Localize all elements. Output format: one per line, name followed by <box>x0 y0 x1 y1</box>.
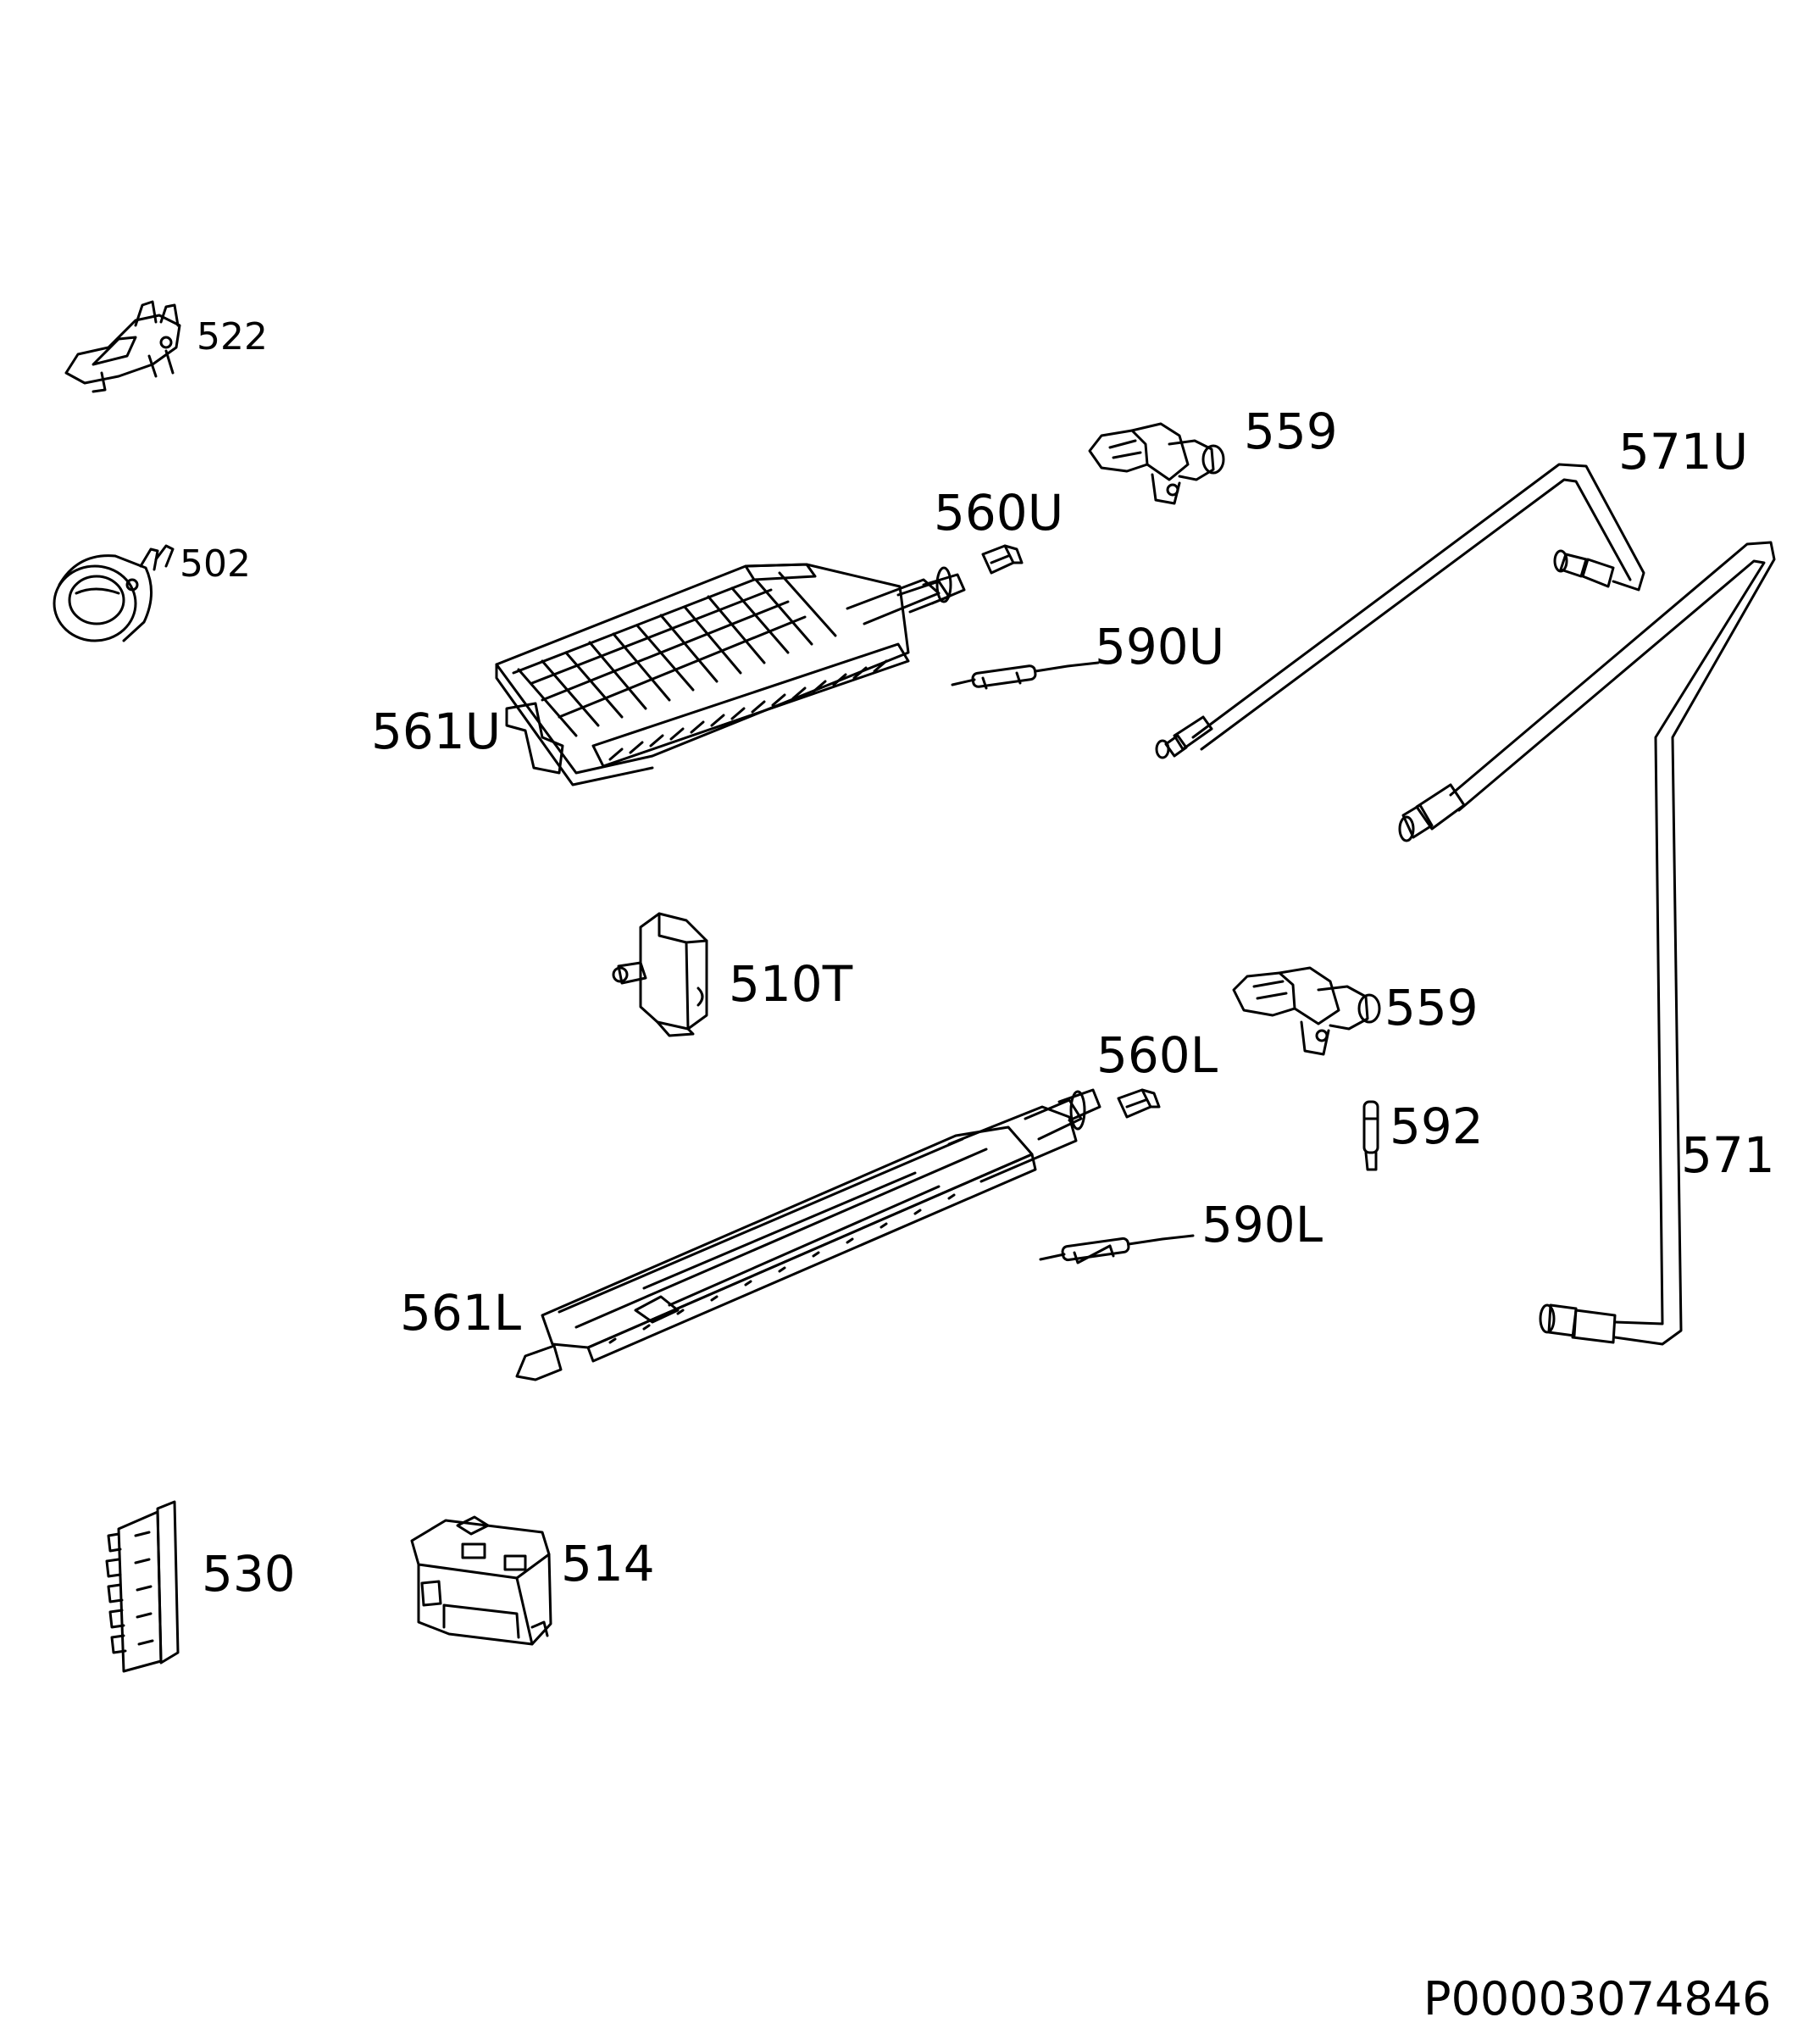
part-561U-grill-burner <box>495 563 966 786</box>
part-559-valve-lower <box>1232 966 1381 1056</box>
label-510T: 510T <box>729 955 853 1013</box>
document-id: P00003074846 <box>1423 1972 1772 2026</box>
label-514: 514 <box>561 1535 655 1592</box>
label-530: 530 <box>202 1545 296 1603</box>
part-514-spark-generator <box>410 1515 552 1646</box>
label-561U: 561U <box>371 703 502 760</box>
label-559-upper: 559 <box>1244 403 1338 460</box>
part-571-gas-pipe <box>1398 541 1776 1346</box>
label-592: 592 <box>1390 1098 1484 1155</box>
part-571U-gas-pipe <box>1155 463 1645 759</box>
label-571U: 571U <box>1618 423 1749 481</box>
label-590L: 590L <box>1201 1196 1323 1253</box>
label-561L: 561L <box>400 1284 522 1342</box>
part-502-knob <box>53 544 175 642</box>
label-590U: 590U <box>1095 618 1225 675</box>
part-510T-thermostat <box>612 912 708 1037</box>
part-559-valve-upper <box>1088 422 1225 505</box>
part-560U-nozzle <box>981 544 1024 575</box>
part-590U-electrode <box>951 661 1100 690</box>
label-571: 571 <box>1681 1126 1775 1184</box>
part-530-terminal-block <box>105 1500 180 1673</box>
part-561L-oven-burner <box>515 1088 1101 1381</box>
label-559-lower: 559 <box>1384 979 1479 1036</box>
part-592-electrode <box>1362 1100 1379 1171</box>
part-522-clip <box>64 300 181 393</box>
part-560L-nozzle <box>1117 1088 1161 1119</box>
label-502: 502 <box>180 542 251 586</box>
part-590L-electrode <box>1039 1234 1195 1264</box>
label-522: 522 <box>197 315 268 358</box>
label-560L: 560L <box>1096 1026 1218 1084</box>
label-560U: 560U <box>934 484 1064 542</box>
